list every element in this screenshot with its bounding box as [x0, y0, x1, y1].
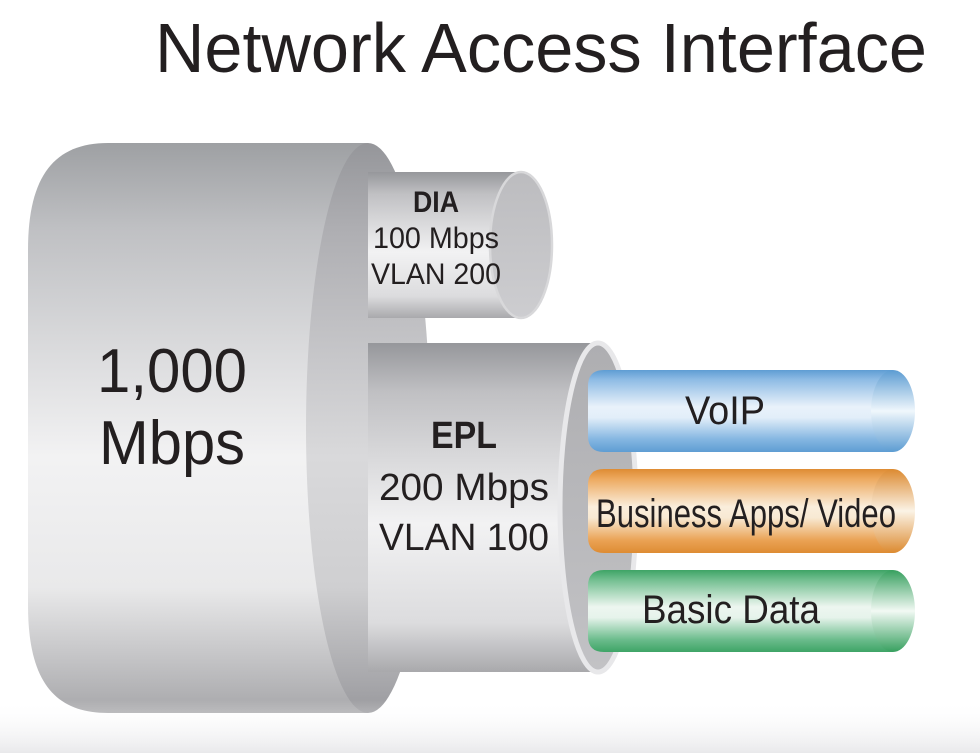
business-apps-video-pipe-end-cap: [871, 469, 915, 553]
epl-name-label: EPL: [431, 415, 497, 457]
port-capacity-line2: Mbps: [99, 409, 245, 478]
access-port-body: [28, 143, 368, 713]
dia-name-label: DIA: [413, 186, 459, 219]
business-apps-video-pipe: Business Apps/ Video: [588, 469, 915, 553]
epl-cylinder: EPL 200 Mbps VLAN 100: [368, 340, 639, 675]
basic-data-pipe-end-cap: [871, 570, 915, 652]
basic-data-pipe-body: [588, 570, 893, 652]
voip-pipe: VoIP: [588, 370, 915, 452]
voip-pipe-end-cap: [871, 370, 915, 452]
dia-bandwidth-label: 100 Mbps: [373, 222, 499, 255]
page-title: Network Access Interface: [155, 9, 927, 87]
dia-vlan-label: VLAN 200: [371, 258, 501, 291]
voip-pipe-body: [588, 370, 893, 452]
voip-label: VoIP: [685, 389, 765, 433]
epl-vlan-label: VLAN 100: [379, 517, 549, 559]
epl-bandwidth-label: 200 Mbps: [379, 467, 549, 509]
dia-cylinder: DIA 100 Mbps VLAN 200: [368, 170, 554, 320]
dia-end-cap: [488, 170, 554, 320]
port-capacity-line1: 1,000: [97, 337, 247, 406]
page-bottom-shade: [0, 700, 980, 753]
basic-data-pipe: Basic Data: [588, 570, 915, 652]
basic-data-label: Basic Data: [642, 588, 821, 632]
business-apps-video-pipe-body: [588, 469, 893, 553]
business-apps-video-label: Business Apps/ Video: [596, 492, 896, 536]
